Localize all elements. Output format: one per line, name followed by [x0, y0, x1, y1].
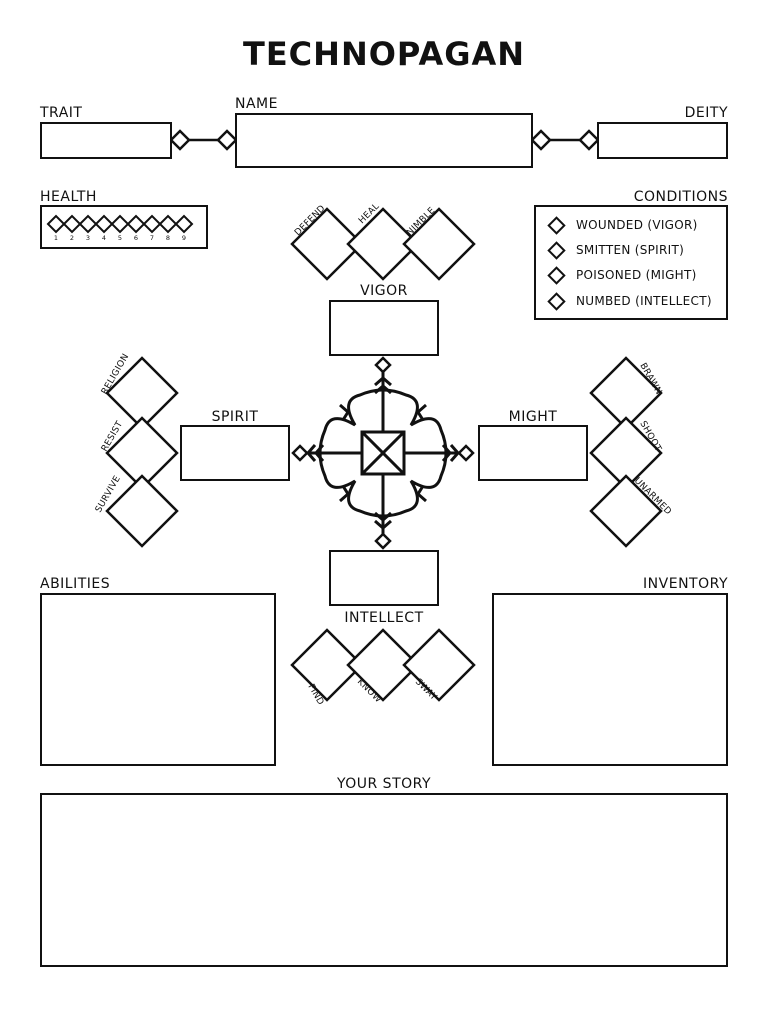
health-diamonds — [46, 214, 194, 234]
condition-label: POISONED (MIGHT) — [576, 268, 697, 282]
abilities-label: ABILITIES — [40, 576, 111, 592]
vigor-field[interactable] — [329, 300, 439, 356]
abilities-field[interactable] — [40, 593, 276, 766]
skill-diamond-brawn[interactable] — [589, 356, 663, 430]
name-label: NAME — [235, 96, 278, 112]
sigil-right-diamond — [457, 444, 475, 462]
sigil-left-diamond — [291, 444, 309, 462]
condition-label: WOUNDED (VIGOR) — [576, 218, 698, 232]
condition-row[interactable]: POISONED (MIGHT) — [547, 265, 697, 285]
skill-diamond-unarmed[interactable] — [589, 474, 663, 548]
health-number: 6 — [133, 234, 139, 242]
intellect-field[interactable] — [329, 550, 439, 606]
health-label: HEALTH — [40, 189, 97, 205]
deity-field[interactable] — [597, 122, 728, 159]
health-number: 7 — [149, 234, 155, 242]
conditions-label: CONDITIONS — [633, 189, 728, 205]
sigil-icon — [300, 370, 466, 536]
inventory-label: INVENTORY — [643, 576, 728, 592]
sigil-bottom-diamond — [374, 532, 392, 550]
health-number: 5 — [117, 234, 123, 242]
vigor-label: VIGOR — [360, 283, 408, 299]
trait-label: TRAIT — [40, 105, 83, 121]
intellect-label: INTELLECT — [344, 610, 424, 626]
skill-diamond-sway[interactable] — [402, 628, 476, 702]
health-track: 1 2 3 4 5 6 7 8 9 — [40, 205, 208, 249]
health-number: 8 — [165, 234, 171, 242]
skill-diamond-religion[interactable] — [105, 356, 179, 430]
condition-label: SMITTEN (SPIRIT) — [576, 243, 685, 257]
trait-field[interactable] — [40, 122, 172, 159]
health-number: 4 — [101, 234, 107, 242]
name-field[interactable] — [235, 113, 533, 168]
sheet-title: TECHNOPAGAN — [242, 35, 526, 73]
skill-diamond-nimble[interactable] — [402, 207, 476, 281]
health-number: 2 — [69, 234, 75, 242]
health-number: 3 — [85, 234, 91, 242]
your-story-field[interactable] — [40, 793, 728, 967]
condition-row[interactable]: WOUNDED (VIGOR) — [547, 215, 698, 235]
inventory-field[interactable] — [492, 593, 728, 766]
deity-label: DEITY — [684, 105, 728, 121]
sigil-top-diamond — [374, 356, 392, 374]
might-label: MIGHT — [508, 409, 558, 425]
your-story-label: YOUR STORY — [336, 776, 432, 792]
spirit-field[interactable] — [180, 425, 290, 481]
condition-row[interactable]: NUMBED (INTELLECT) — [547, 291, 712, 311]
skill-diamond-shoot[interactable] — [589, 416, 663, 490]
health-number: 1 — [53, 234, 59, 242]
health-box-9[interactable] — [174, 214, 194, 234]
header-connectors — [169, 129, 600, 151]
spirit-label: SPIRIT — [211, 409, 259, 425]
condition-row[interactable]: SMITTEN (SPIRIT) — [547, 240, 685, 260]
conditions-box: WOUNDED (VIGOR) SMITTEN (SPIRIT) POISONE… — [534, 205, 728, 320]
skill-diamond-resist[interactable] — [105, 416, 179, 490]
skill-diamond-survive[interactable] — [105, 474, 179, 548]
condition-label: NUMBED (INTELLECT) — [576, 294, 712, 308]
health-number: 9 — [181, 234, 187, 242]
might-field[interactable] — [478, 425, 588, 481]
